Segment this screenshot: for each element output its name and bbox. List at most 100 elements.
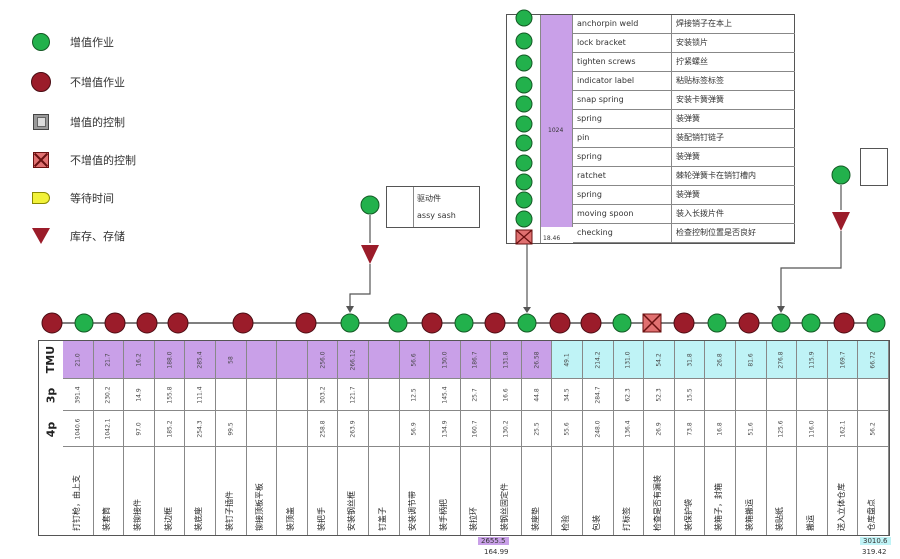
step-desc-cell: 包装 bbox=[583, 447, 613, 535]
sub-assembly-row: lock bracket 安装锁片 bbox=[573, 34, 795, 53]
sub-value-node bbox=[515, 210, 533, 228]
branch-storage-triangle bbox=[361, 245, 379, 264]
sub-step-zh: 安装锁片 bbox=[671, 34, 796, 52]
4p-cell: 136.4 bbox=[613, 411, 644, 447]
sub-value-node bbox=[515, 95, 533, 113]
green-circle-icon bbox=[32, 33, 50, 51]
4p-value: 160.7 bbox=[471, 419, 479, 438]
tmu-value: 115.9 bbox=[808, 350, 816, 369]
sub-assembly-row: pin 装配销钉链子 bbox=[573, 129, 795, 148]
step-desc-cell: 检验 bbox=[552, 447, 582, 535]
step-desc-cell: 装保护袋 bbox=[675, 447, 705, 535]
step-desc: 打钉枪，由上支 bbox=[71, 475, 81, 531]
3p-cell bbox=[215, 379, 246, 411]
non-value-node bbox=[833, 312, 855, 334]
tmu-value: 169.7 bbox=[839, 350, 847, 369]
tmu-cell: 26.8 bbox=[705, 341, 736, 379]
4p-value: 130.2 bbox=[502, 419, 510, 438]
4p-cell: 16.8 bbox=[705, 411, 736, 447]
3p-value: 14.9 bbox=[135, 387, 143, 402]
process-column: 131.0 62.3 136.4 打标签 bbox=[613, 341, 645, 535]
3p-value: 62.3 bbox=[624, 387, 632, 402]
4p-value: 16.8 bbox=[716, 421, 724, 436]
tmu-cell: 130.0 bbox=[430, 341, 460, 379]
legend-label: 不增值的控制 bbox=[70, 154, 136, 167]
step-desc: 检验 bbox=[561, 515, 571, 531]
tmu-cell: 131.0 bbox=[613, 341, 644, 379]
tmu-cell: 21.7 bbox=[93, 341, 124, 379]
sub-value-node bbox=[515, 9, 533, 27]
4p-value: 55.6 bbox=[563, 421, 571, 436]
step-desc-cell: 装拉环 bbox=[461, 447, 491, 535]
non-value-node bbox=[136, 312, 158, 334]
legend-label: 等待时间 bbox=[70, 192, 114, 205]
4p-value: 56.2 bbox=[869, 421, 877, 436]
4p-cell bbox=[277, 411, 307, 447]
4p-cell: 185.2 bbox=[154, 411, 185, 447]
3p-value: 16.6 bbox=[502, 387, 510, 402]
footer-right-total: 3010.6 bbox=[860, 537, 891, 545]
sub-step-en: pin bbox=[577, 133, 590, 142]
4p-value: 185.2 bbox=[166, 419, 174, 438]
step-desc: 装顶盖 bbox=[285, 507, 295, 531]
3p-cell: 391.4 bbox=[63, 379, 93, 411]
3p-cell bbox=[277, 379, 307, 411]
4p-cell: 1040.6 bbox=[63, 411, 93, 447]
3p-value: 230.2 bbox=[104, 385, 112, 404]
3p-cell bbox=[858, 379, 888, 411]
3p-cell: 121.7 bbox=[338, 379, 368, 411]
3p-cell bbox=[827, 379, 858, 411]
step-desc: 打标签 bbox=[622, 507, 632, 531]
step-desc: 装贴纸 bbox=[775, 507, 785, 531]
sub-step-zh: 粘贴标签标签 bbox=[671, 72, 796, 90]
tmu-cell: 285.4 bbox=[185, 341, 215, 379]
3p-value: 145.4 bbox=[441, 385, 449, 404]
sub-value-node bbox=[515, 32, 533, 50]
4p-cell: 125.6 bbox=[766, 411, 797, 447]
tmu-value: 54.2 bbox=[655, 352, 663, 367]
tmu-value: 56.6 bbox=[410, 352, 418, 367]
triangle-icon bbox=[32, 228, 50, 244]
step-desc-cell: 装钢丝固定件 bbox=[491, 447, 521, 535]
4p-cell: 73.8 bbox=[674, 411, 705, 447]
branch-arrow bbox=[777, 306, 785, 313]
tmu-value: 21.7 bbox=[104, 352, 112, 367]
tmu-value: 131.8 bbox=[502, 350, 510, 369]
4p-value: 254.3 bbox=[196, 419, 204, 438]
3p-cell: 25.7 bbox=[460, 379, 491, 411]
sub-step-zh: 装配销钉链子 bbox=[671, 129, 796, 147]
tmu-value: 26.58 bbox=[533, 350, 541, 369]
step-desc: 装铆接件 bbox=[132, 499, 142, 531]
sub-step-en: lock bracket bbox=[577, 38, 626, 47]
step-desc: 装箱搬运 bbox=[744, 499, 754, 531]
4p-cell: 130.2 bbox=[491, 411, 521, 447]
3p-value: 34.5 bbox=[563, 387, 571, 402]
note-box-right bbox=[860, 148, 888, 186]
footer-right-sub: 319.42 bbox=[862, 548, 887, 556]
tmu-cell: 58 bbox=[215, 341, 246, 379]
footer-mid-sub: 164.99 bbox=[484, 548, 509, 556]
step-desc: 装把手 bbox=[316, 507, 326, 531]
4p-cell bbox=[246, 411, 277, 447]
step-desc-cell: 打标签 bbox=[614, 447, 644, 535]
step-desc: 装底座 bbox=[194, 507, 204, 531]
step-desc-cell: 装把手 bbox=[308, 447, 338, 535]
4p-cell: 162.1 bbox=[827, 411, 858, 447]
4p-cell: 97.0 bbox=[124, 411, 154, 447]
3p-cell bbox=[797, 379, 827, 411]
branch-value-node bbox=[360, 195, 380, 215]
3p-cell: 62.3 bbox=[613, 379, 644, 411]
step-desc: 检查是否有漏装 bbox=[653, 475, 663, 531]
non-value-node bbox=[549, 312, 571, 334]
tmu-value: 188.0 bbox=[166, 350, 174, 369]
non-value-node bbox=[484, 312, 506, 334]
